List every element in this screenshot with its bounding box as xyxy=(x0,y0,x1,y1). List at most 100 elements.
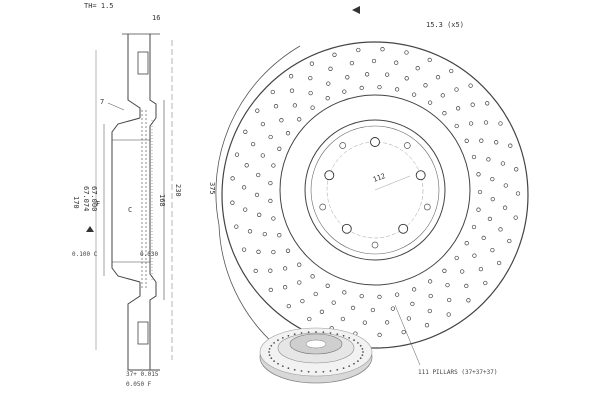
thumbnail-hole xyxy=(300,370,303,372)
drilled-hole xyxy=(507,238,512,244)
drilled-hole xyxy=(411,287,417,292)
drilled-hole xyxy=(428,293,433,299)
drilled-hole xyxy=(483,280,488,286)
drilled-hole xyxy=(310,274,315,279)
drilled-hole xyxy=(515,191,521,196)
marker-c: C xyxy=(128,206,132,214)
drilled-hole xyxy=(325,96,330,101)
thumbnail-hole xyxy=(329,370,332,372)
drilled-hole xyxy=(268,198,273,204)
drilled-hole xyxy=(487,216,493,222)
drilled-hole xyxy=(292,103,298,108)
locating-hole xyxy=(403,142,411,149)
drilled-hole xyxy=(394,292,400,297)
drilled-hole xyxy=(404,50,409,55)
drilled-hole xyxy=(390,306,396,311)
drilled-hole xyxy=(370,307,376,313)
drilled-hole xyxy=(384,72,390,77)
drilled-hole xyxy=(268,268,273,273)
drilled-hole xyxy=(286,303,291,309)
pillars-note: 111 PILLARS (37+37+37) xyxy=(418,369,497,376)
thumbnail-hole xyxy=(361,348,364,350)
drilled-hole xyxy=(328,66,333,71)
dim-67-074: 67.074 xyxy=(82,186,90,211)
drilled-hole xyxy=(446,312,451,317)
thumbnail-hole xyxy=(315,371,317,373)
drilled-hole xyxy=(332,52,337,57)
thumbnail-hole xyxy=(329,332,332,334)
thumbnail-hole xyxy=(268,351,270,353)
drilled-hole xyxy=(350,305,356,311)
front-view xyxy=(215,6,529,366)
thumbnail-hole xyxy=(336,333,339,336)
drilled-hole xyxy=(247,229,253,234)
drilled-hole xyxy=(411,92,417,97)
drilled-hole xyxy=(356,47,361,53)
drilled-hole xyxy=(477,189,483,195)
thumbnail-hole xyxy=(348,365,351,367)
drilled-hole xyxy=(255,108,260,113)
drilled-hole xyxy=(300,298,305,304)
drilled-hole xyxy=(273,104,279,109)
thumbnail-hole xyxy=(281,365,284,367)
drilled-hole xyxy=(485,101,490,106)
drilled-hole xyxy=(471,224,477,230)
thumbnail-hole xyxy=(357,342,359,344)
drilled-hole xyxy=(243,207,248,212)
drilled-hole xyxy=(250,141,256,147)
drilled-hole xyxy=(476,172,481,177)
drilled-hole xyxy=(470,102,475,107)
thumbnail-hole xyxy=(270,344,273,347)
drilled-hole xyxy=(454,87,459,92)
drilled-hole xyxy=(271,163,276,168)
drilled-hole xyxy=(478,266,484,272)
drilled-hole xyxy=(410,301,415,307)
drilled-hole xyxy=(345,75,350,80)
thumbnail-hole xyxy=(270,357,273,360)
drilled-hole xyxy=(308,90,313,96)
drilled-hole xyxy=(297,262,302,267)
drilled-hole xyxy=(268,287,273,293)
drilled-hole xyxy=(230,176,235,181)
drilled-hole xyxy=(404,76,409,81)
marker-f: F xyxy=(96,200,100,208)
thumbnail-hole xyxy=(307,370,310,373)
drilled-hole xyxy=(234,224,239,229)
drilled-hole xyxy=(427,279,433,284)
drilled-hole xyxy=(241,247,247,252)
dim-230: 230 xyxy=(174,184,182,197)
drilled-hole xyxy=(256,172,261,178)
drilled-hole xyxy=(377,294,382,300)
drilled-hole xyxy=(454,123,459,129)
drilled-hole xyxy=(362,320,368,325)
thumbnail-hole xyxy=(359,344,362,347)
drilled-hole xyxy=(442,268,447,273)
thumbnail-hole xyxy=(268,354,271,356)
locating-hole xyxy=(423,203,431,211)
drilled-hole xyxy=(277,233,282,238)
drilled-hole xyxy=(271,249,276,255)
drilled-hole xyxy=(364,72,370,77)
drilled-hole xyxy=(285,131,291,136)
thumbnail-hole xyxy=(336,368,339,371)
drilled-hole xyxy=(309,61,315,66)
thumbnail-hole xyxy=(342,367,345,370)
drilled-hole xyxy=(297,280,302,285)
thumbnail-hole xyxy=(357,360,359,362)
bolt-hole xyxy=(370,137,380,147)
drilled-hole xyxy=(476,207,481,212)
drilled-hole xyxy=(490,196,495,202)
drilled-hole xyxy=(359,85,364,91)
section-view xyxy=(86,33,173,371)
thumbnail-hole xyxy=(307,331,310,334)
thumbnail-hole xyxy=(273,342,275,344)
thumbnail-hole xyxy=(348,337,351,339)
thumbnail-hole xyxy=(281,337,284,339)
drilled-hole xyxy=(468,83,473,88)
drilled-hole xyxy=(289,88,295,93)
drilled-hole xyxy=(479,138,484,143)
drilled-hole xyxy=(260,153,265,158)
drilled-hole xyxy=(377,332,382,338)
bolt-hole xyxy=(415,170,426,181)
drilled-hole xyxy=(471,154,477,160)
